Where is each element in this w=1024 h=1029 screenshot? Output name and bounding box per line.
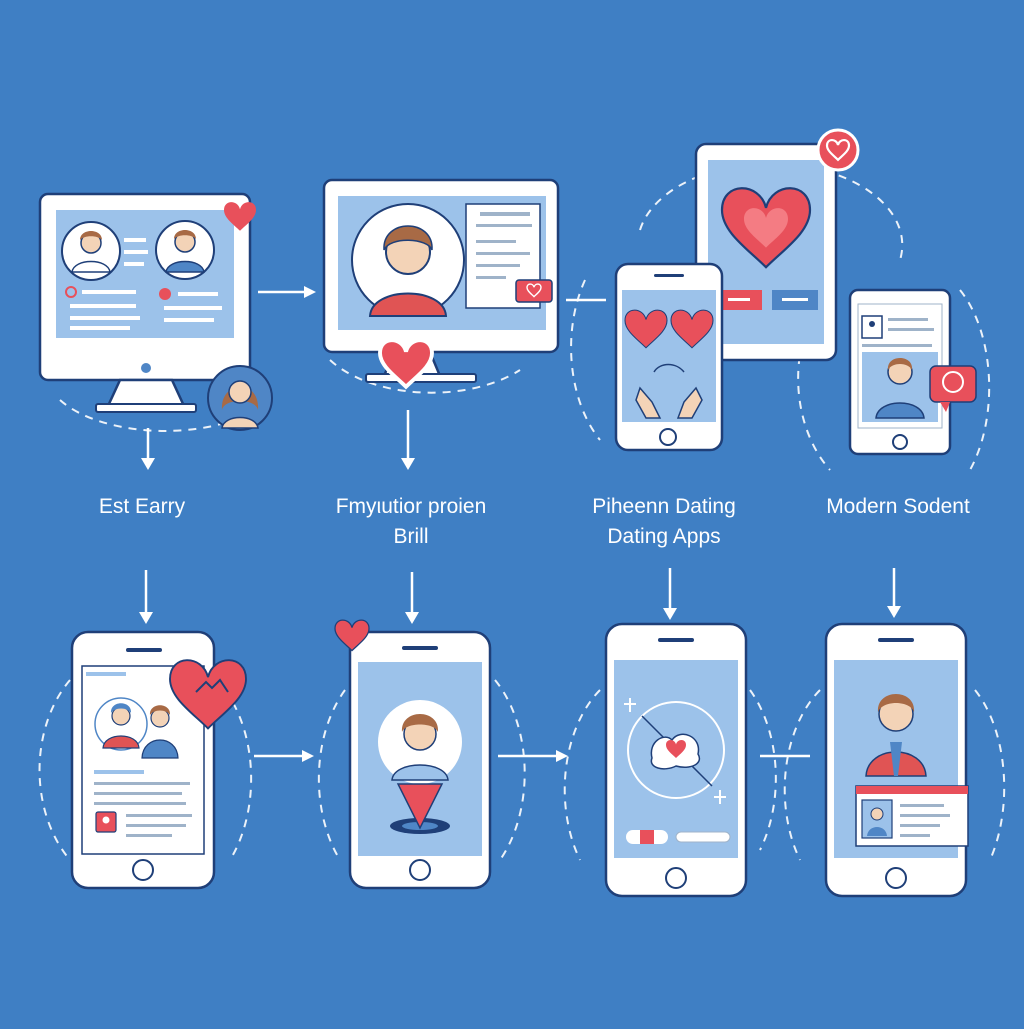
stage-label-3-line-1: Piheenn Dating xyxy=(592,495,736,518)
stage-label-1-line-1: Est Earry xyxy=(98,495,186,518)
stage-label-2-line-2: Brill xyxy=(393,525,429,548)
stage-label-2-line-1: Fmyιutior proien xyxy=(335,495,487,518)
phone-location-pin-icon xyxy=(334,619,492,890)
phone-match-icon xyxy=(604,622,748,898)
arrow-icon xyxy=(401,410,415,470)
arrow-icon xyxy=(663,568,677,620)
arrow-icon xyxy=(887,568,901,618)
stage-label-4-line-1: Modern Sodent xyxy=(826,495,970,518)
phone-swipe-icon xyxy=(614,262,724,452)
stage-label-2: Fmyιutior proien Brill xyxy=(291,492,531,552)
arrow-icon xyxy=(254,750,314,762)
chat-bubble-icon xyxy=(515,279,553,303)
tablet-heart-icon xyxy=(694,128,860,362)
phone-profile-icon xyxy=(848,288,977,456)
arrow-icon xyxy=(498,750,568,762)
chat-bubble-icon xyxy=(929,365,977,403)
arrow-icon xyxy=(141,428,155,470)
stage-label-1: Est Earry xyxy=(22,492,262,522)
phone-video-profile-icon xyxy=(824,622,969,898)
stage-label-3: Piheenn Dating Dating Apps xyxy=(544,492,784,552)
desktop-profile-icon xyxy=(322,178,560,389)
flow-arrows xyxy=(139,286,901,762)
stage-label-4: Modern Sodent xyxy=(778,492,1018,522)
arrow-icon xyxy=(258,286,316,298)
desktop-matching-icon xyxy=(38,192,273,431)
dashed-orbits-bottom xyxy=(38,679,1006,861)
stage-label-3-line-2: Dating Apps xyxy=(607,525,721,548)
arrow-icon xyxy=(139,570,153,624)
phone-list-icon xyxy=(70,630,247,890)
arrow-icon xyxy=(405,572,419,624)
